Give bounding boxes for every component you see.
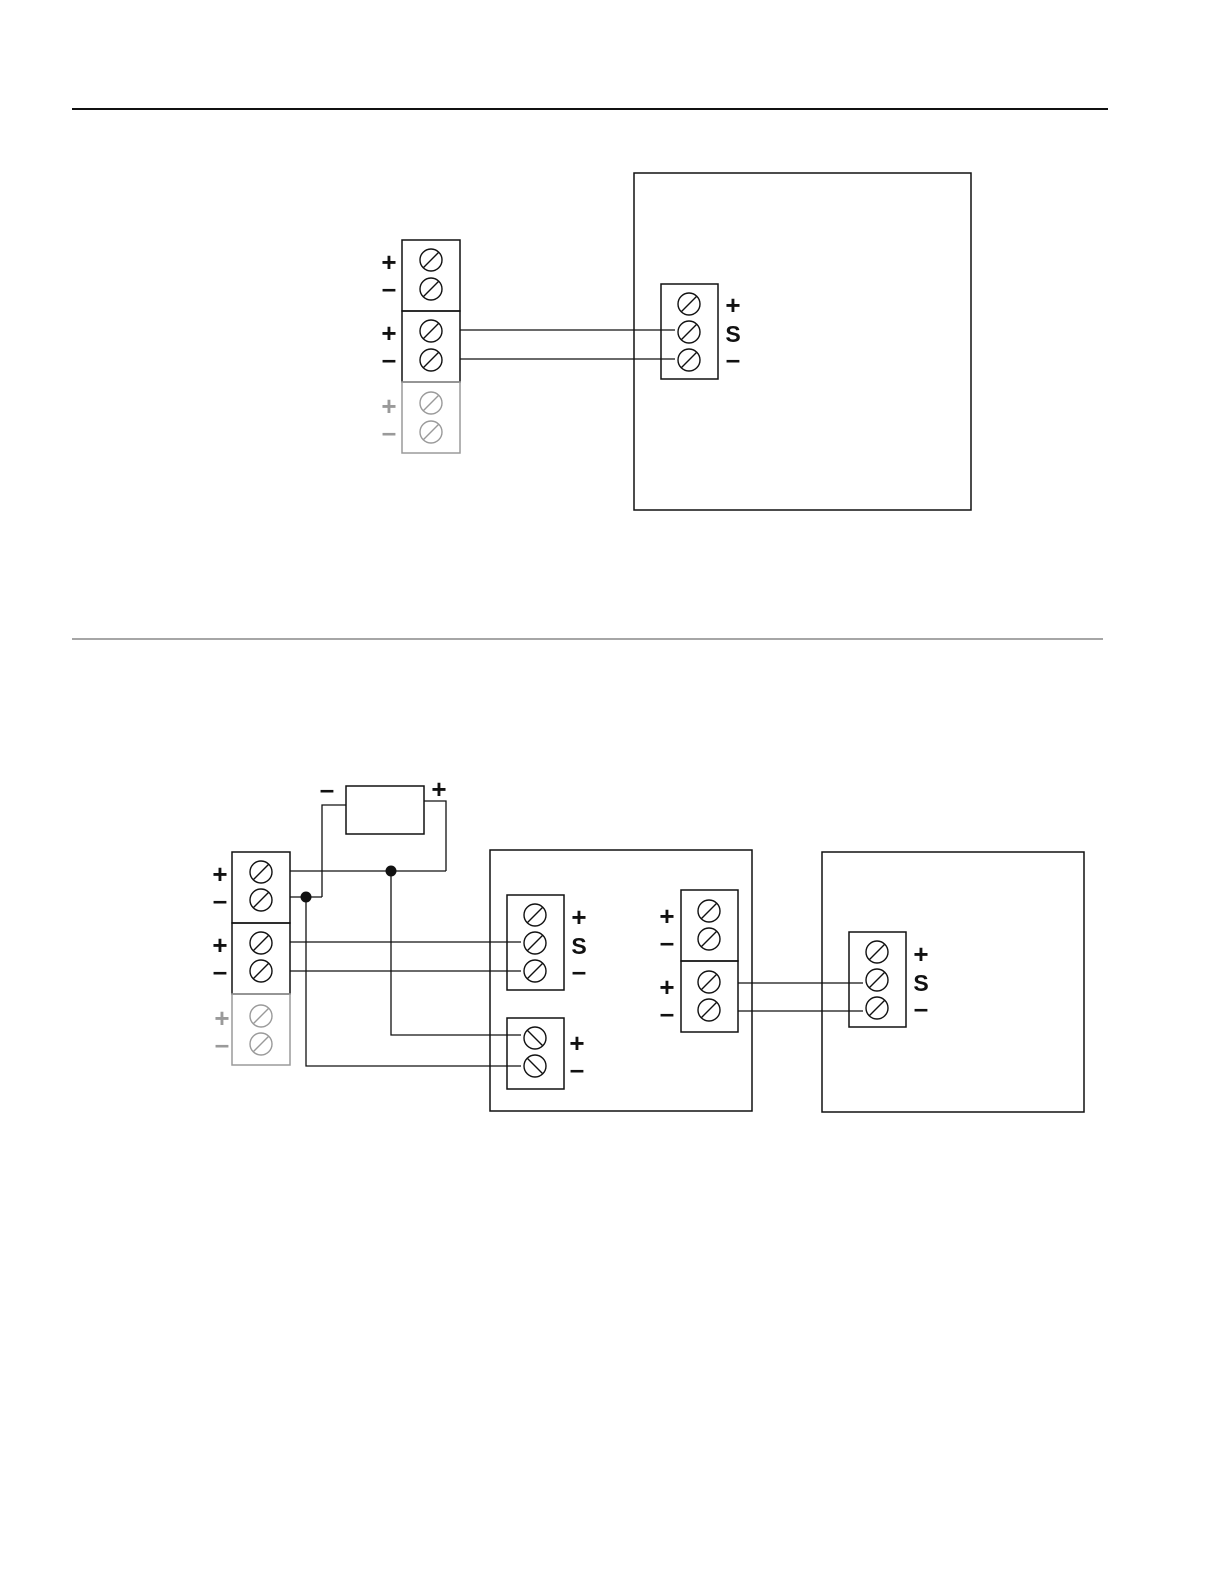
fig2-signal-minus-label: – [213, 956, 227, 986]
figure-2: – + + – + – + – + S – + [212, 774, 1084, 1112]
screw-terminal-icon [420, 278, 442, 300]
figure-1: + – + – + – + S – [381, 173, 971, 510]
fig2-power-supply: – + [320, 774, 447, 834]
screw-terminal-icon [866, 941, 888, 963]
fig2-out-signal-minus-label: – [660, 998, 674, 1028]
fig2-wire-common-return [306, 897, 521, 1066]
fig1-unused-minus-label: – [382, 417, 396, 447]
screw-terminal-icon [866, 969, 888, 991]
fig1-device-terminal-block: + S – [661, 284, 741, 379]
fig2-psu-plus-label: + [431, 774, 446, 804]
screw-terminal-icon [420, 392, 442, 414]
screw-terminal-icon [420, 249, 442, 271]
fig1-device-plus-label: + [725, 290, 740, 320]
screw-terminal-icon [866, 997, 888, 1019]
fig2-input-minus-label: – [572, 956, 586, 986]
screw-terminal-icon [698, 971, 720, 993]
screw-terminal-icon [250, 1005, 272, 1027]
screw-terminal-icon [524, 960, 546, 982]
screw-terminal-icon [420, 320, 442, 342]
fig2-junction-minus [301, 892, 312, 903]
fig2-wire-psu-minus [322, 805, 346, 897]
fig2-power-supply-box [346, 786, 424, 834]
screw-terminal-icon [420, 349, 442, 371]
screw-terminal-icon [698, 999, 720, 1021]
screw-terminal-icon [250, 960, 272, 982]
screw-terminal-icon [698, 900, 720, 922]
screw-terminal-icon [698, 928, 720, 950]
fig2-device-plus-label: + [913, 939, 928, 969]
screw-terminal-icon [678, 349, 700, 371]
fig1-controller-terminal-block: + – + – + – [381, 240, 460, 453]
fig2-interface-output-block: + – + – [659, 890, 738, 1032]
screw-terminal-icon [250, 861, 272, 883]
screw-terminal-icon [524, 1027, 546, 1049]
fig2-interface-power-block: + – [507, 1018, 585, 1089]
fig1-power-minus-label: – [382, 273, 396, 303]
screw-terminal-icon [524, 932, 546, 954]
fig2-unused-minus-label: – [215, 1029, 229, 1059]
fig2-device-minus-label: – [914, 993, 928, 1023]
screw-terminal-icon [420, 421, 442, 443]
fig2-out-power-minus-label: – [660, 927, 674, 957]
fig2-device-terminal-block: + S – [849, 932, 929, 1027]
fig2-controller-terminal-block: + – + – + – [212, 852, 290, 1065]
screw-terminal-icon [524, 1055, 546, 1077]
fig2-device-enclosure [822, 852, 1084, 1112]
screw-terminal-icon [678, 293, 700, 315]
screw-terminal-icon [250, 889, 272, 911]
screw-terminal-icon [524, 904, 546, 926]
fig2-ipow-minus-label: – [570, 1054, 584, 1084]
fig2-wire-psu-plus [424, 801, 446, 871]
fig2-psu-minus-label: – [320, 774, 334, 804]
screw-terminal-icon [250, 932, 272, 954]
fig2-wire-supply-to-interface [391, 871, 521, 1035]
fig1-signal-minus-label: – [382, 344, 396, 374]
fig2-power-minus-label: – [213, 885, 227, 915]
fig2-input-plus-label: + [571, 902, 586, 932]
fig1-device-minus-label: – [726, 344, 740, 374]
screw-terminal-icon [678, 321, 700, 343]
fig2-junction-plus [386, 866, 397, 877]
screw-terminal-icon [250, 1033, 272, 1055]
